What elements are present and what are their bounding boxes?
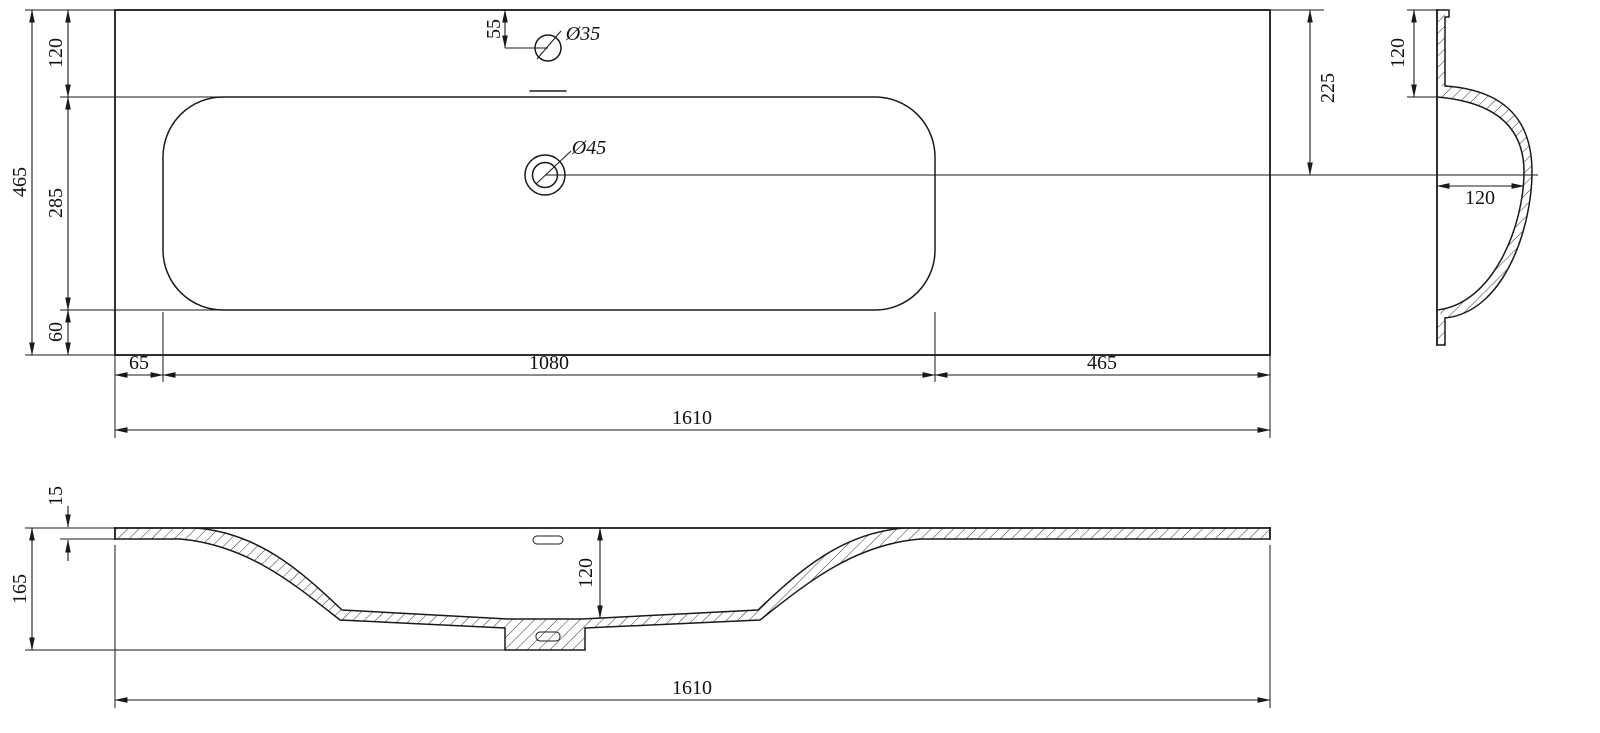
dim-label-basin-width: 1080 — [529, 352, 569, 374]
front-section-view: 15 165 120 1610 — [9, 486, 1271, 708]
dim-label-basin-depth: 285 — [45, 188, 67, 218]
dim-label-faucet-hole-diameter: Ø35 — [565, 23, 600, 45]
side-bowl-wall-hatch — [1437, 86, 1532, 318]
front-bowl-inner-curve — [195, 527, 905, 620]
dim-label-overall-depth: 465 — [9, 167, 31, 197]
drain-boss-outline — [504, 627, 586, 651]
dim-label-front-margin: 60 — [45, 322, 67, 342]
top-view-labels: 465 120 285 60 55 Ø35 Ø45 225 65 1080 46… — [9, 19, 1339, 429]
dim-label-side-bowl-depth: 120 — [1465, 187, 1495, 209]
dim-label-side-back-margin: 120 — [1387, 38, 1409, 68]
drain-leader-line — [535, 150, 572, 185]
side-section-hatching — [1437, 10, 1532, 345]
side-section-labels: 120 120 — [1387, 38, 1495, 209]
dim-label-drain-from-back: 225 — [1317, 73, 1339, 103]
front-bowl-outer-left — [179, 538, 506, 629]
front-section-dimension-lines — [29, 506, 1271, 703]
front-section-material-hatch — [115, 528, 1270, 650]
front-section-extension-lines — [25, 527, 1271, 708]
side-bowl-inner-curve — [1436, 96, 1525, 311]
top-view: 465 120 285 60 55 Ø35 Ø45 225 65 1080 46… — [9, 9, 1538, 438]
top-view-dimension-lines — [29, 9, 1313, 433]
side-section-dimension-lines — [1411, 9, 1525, 189]
basin-outline — [162, 96, 936, 311]
dim-label-basin-left-offset: 65 — [129, 352, 149, 374]
dim-label-overall-height: 165 — [9, 574, 31, 604]
overflow-slot — [532, 535, 564, 545]
front-section-outline — [114, 527, 1271, 651]
dim-label-rim-thickness: 15 — [45, 486, 67, 506]
dim-label-basin-right-offset: 465 — [1087, 352, 1117, 374]
countertop-outline — [114, 9, 1271, 356]
top-view-extension-lines — [25, 9, 1324, 438]
side-section-outline — [1436, 9, 1533, 346]
side-rim-profile — [1436, 9, 1450, 87]
dim-label-front-bowl-depth: 120 — [575, 558, 597, 588]
side-bowl-outer-curve — [1444, 85, 1533, 319]
side-section-view: 120 120 — [1387, 9, 1533, 346]
dim-label-drain-hole-diameter: Ø45 — [571, 137, 606, 159]
dim-label-overall-width-front: 1610 — [672, 677, 712, 699]
dim-label-faucet-offset: 55 — [483, 19, 505, 39]
faucet-leader-line — [536, 30, 562, 60]
drain-slot — [535, 631, 561, 642]
front-bowl-outer-right — [584, 538, 921, 629]
side-section-extension-lines — [1407, 9, 1437, 98]
front-section-labels: 15 165 120 1610 — [9, 486, 712, 699]
dim-label-back-margin: 120 — [45, 38, 67, 68]
top-view-outline — [114, 9, 1538, 356]
dim-label-overall-width-top: 1610 — [672, 407, 712, 429]
